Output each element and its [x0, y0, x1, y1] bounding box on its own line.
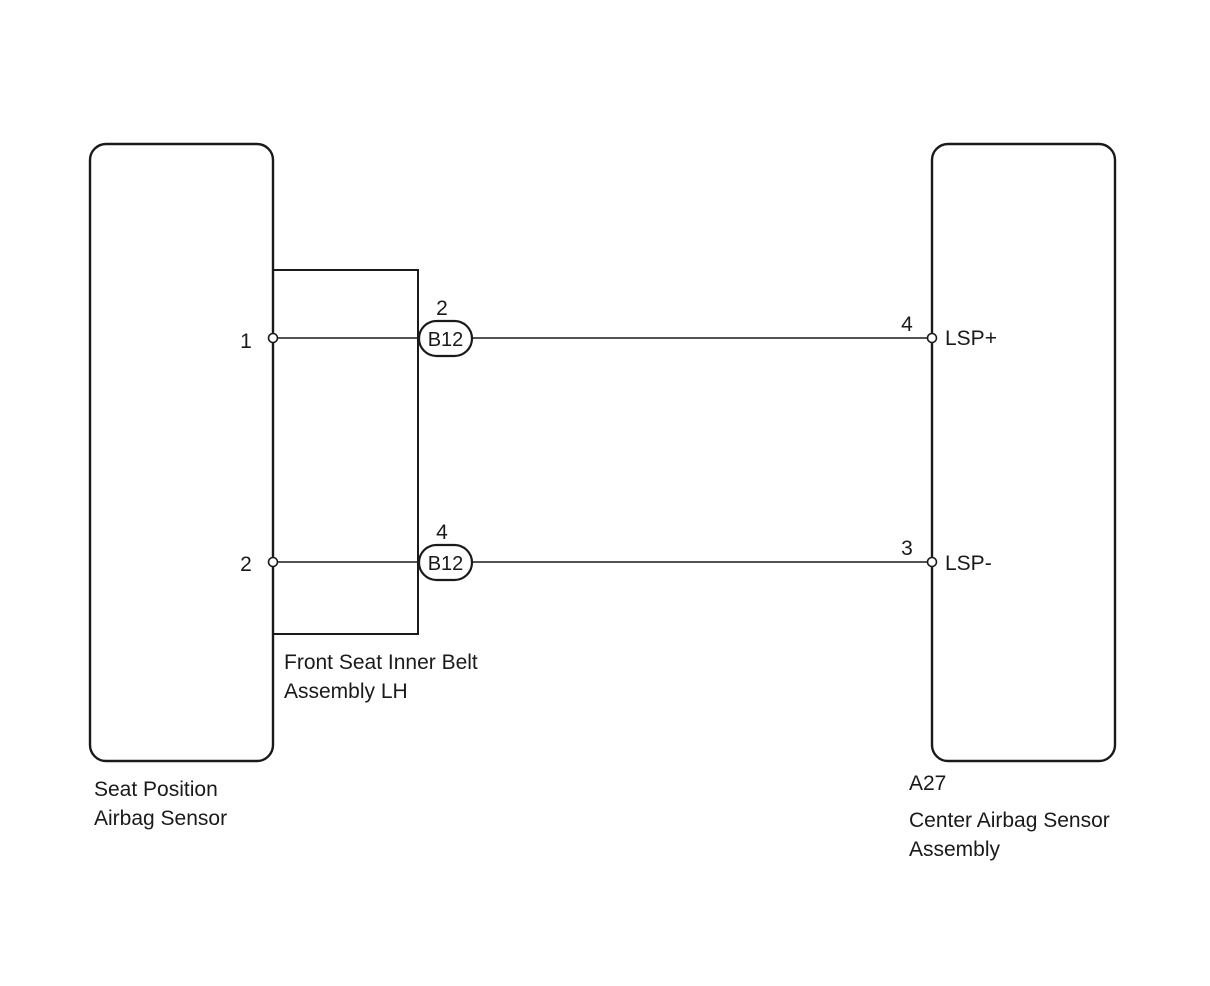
seat-sensor-name-line1: Seat Position — [94, 778, 218, 801]
center-sensor-pin-4 — [926, 332, 938, 344]
center-sensor-name-line1: Center Airbag Sensor — [909, 809, 1110, 832]
center-sensor-pin-3-label: 3 — [901, 537, 913, 560]
center-sensor-connector-code: A27 — [909, 772, 946, 795]
seat-position-airbag-sensor-box — [88, 142, 275, 763]
terminal-lsp-plus-label: LSP+ — [945, 327, 997, 350]
connector-b12-lower-pin: 4 — [436, 521, 448, 544]
seat-sensor-pin-2 — [267, 556, 279, 568]
front-seat-belt-name-line1: Front Seat Inner Belt — [284, 651, 478, 674]
connector-b12-upper — [417, 319, 474, 358]
connector-b12-upper-code: B12 — [428, 329, 464, 351]
connector-b12-lower — [417, 543, 474, 582]
center-sensor-pin-3 — [926, 556, 938, 568]
connector-b12-upper-pin: 2 — [436, 297, 448, 320]
center-sensor-pin-4-label: 4 — [901, 313, 913, 336]
connector-b12-lower-code: B12 — [428, 553, 464, 575]
seat-sensor-pin-1 — [267, 332, 279, 344]
seat-sensor-pin-1-label: 1 — [240, 330, 252, 353]
terminal-lsp-minus-label: LSP- — [945, 552, 992, 575]
seat-sensor-pin-2-label: 2 — [240, 553, 252, 576]
front-seat-belt-name-line2: Assembly LH — [284, 680, 408, 703]
seat-sensor-name-line2: Airbag Sensor — [94, 807, 227, 830]
center-airbag-sensor-box — [930, 142, 1117, 763]
center-sensor-name-line2: Assembly — [909, 838, 1001, 861]
front-seat-inner-belt-bracket — [273, 269, 419, 635]
